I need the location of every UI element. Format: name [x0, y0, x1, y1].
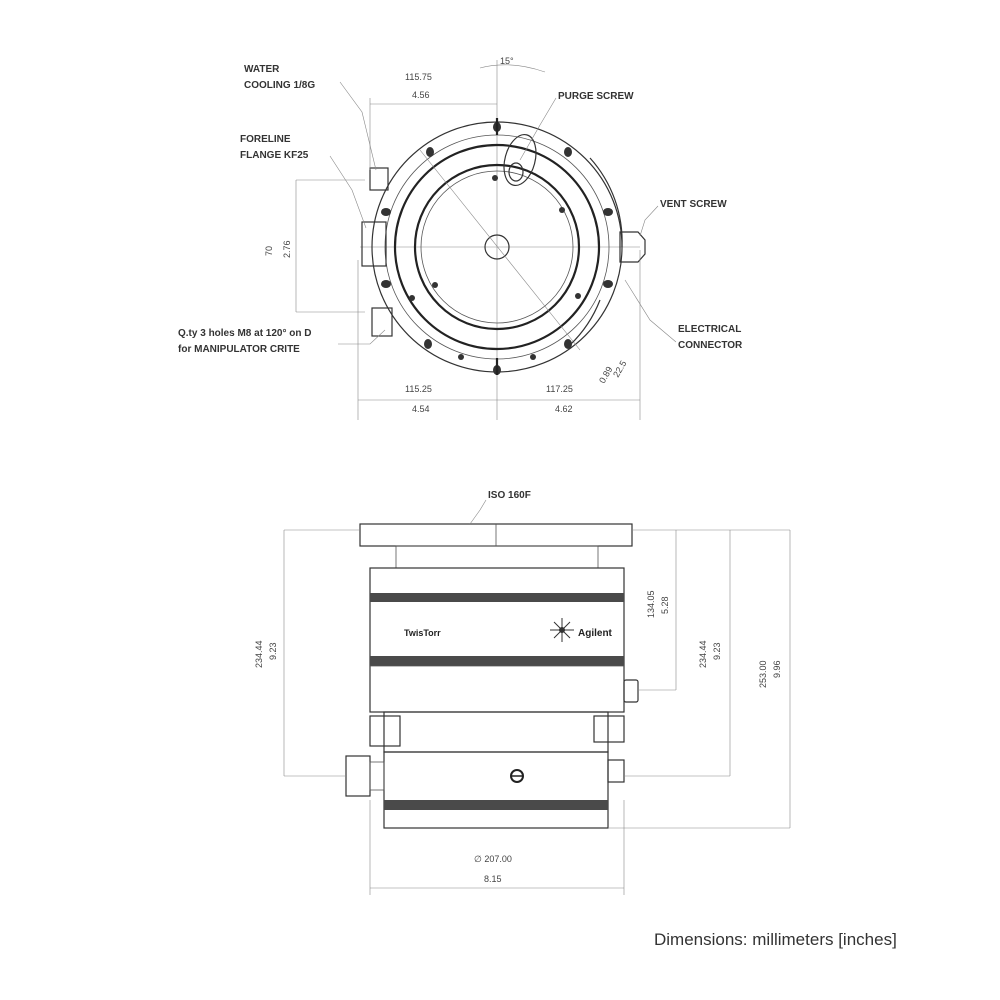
leader-mounting	[338, 329, 386, 345]
vent-fitting-side	[593, 715, 625, 743]
dim-bottom-width-in: 8.15	[484, 874, 502, 884]
bolt-hole	[409, 295, 415, 301]
leader-water-cooling	[339, 81, 377, 171]
brand-text: Agilent	[578, 628, 613, 639]
dim-side-r2-in: 9.23	[712, 642, 722, 660]
pump-base	[383, 751, 609, 829]
foreline-tube	[369, 761, 385, 791]
leader-iso	[469, 499, 487, 525]
vent-screw	[619, 231, 646, 263]
electrical-connector-side	[623, 679, 639, 703]
dim-side-r1-mm: 134.05	[646, 590, 656, 618]
top-view: 115.75 4.56 15° 70 2.76 115.25 4.54 117.…	[178, 56, 743, 420]
dim-diag-mm: 22.5	[611, 359, 628, 379]
label-foreline-line2: FLANGE KF25	[240, 150, 309, 161]
body-band	[370, 656, 624, 666]
label-water-line1: WATER	[244, 64, 280, 75]
bolt-hole	[381, 280, 391, 288]
bolt-hole	[575, 293, 581, 299]
bolt-hole	[564, 147, 572, 157]
body-ring	[393, 143, 601, 351]
dim-side-r3-mm: 253.00	[758, 660, 768, 688]
bolt-hole	[603, 280, 613, 288]
rotor-hub	[484, 234, 510, 260]
label-foreline-line1: FORELINE	[240, 134, 291, 145]
bolt-hole	[381, 208, 391, 216]
label-mounting-line1: Q.ty 3 holes M8 at 120° on D	[178, 328, 311, 339]
purge-screw-head	[508, 162, 524, 182]
body-band	[370, 593, 624, 602]
bolt-hole	[530, 354, 536, 360]
dim-bottom-right-in: 4.62	[555, 404, 573, 414]
label-electrical-line2: CONNECTOR	[678, 340, 743, 351]
dim-side-left-in: 9.23	[268, 642, 278, 660]
label-electrical-line1: ELECTRICAL	[678, 324, 741, 335]
label-mounting-line2: for MANIPULATOR CRITE	[178, 344, 300, 355]
inlet-inner-ring	[420, 170, 574, 324]
dim-left-vertical-mm: 70	[264, 246, 274, 256]
agilent-spark-icon	[550, 618, 574, 642]
dim-side-left-mm: 234.44	[254, 640, 264, 668]
units-note: Dimensions: millimeters [inches]	[654, 930, 897, 949]
bolt-hole	[458, 354, 464, 360]
foreline-flange	[361, 221, 387, 267]
dim-bottom-left-in: 4.54	[412, 404, 430, 414]
bolt-hole	[603, 208, 613, 216]
side-view: TwisTorr Agilent ISO 160F 234.4	[254, 490, 791, 895]
leader-foreline	[329, 155, 367, 229]
lower-housing	[383, 711, 609, 753]
dim-left-vertical-in: 2.76	[282, 240, 292, 258]
leader-purge-screw	[519, 97, 557, 161]
purge-screw-body	[503, 133, 537, 187]
label-iso-flange: ISO 160F	[488, 490, 531, 501]
body-model-text: TwisTorr	[404, 628, 441, 638]
pump-body	[369, 567, 625, 713]
dim-arc-angle	[479, 64, 546, 73]
diagonal-reference-line	[419, 149, 581, 351]
leader-electrical	[624, 279, 677, 343]
bolt-hole	[432, 282, 438, 288]
foreline-flange-side	[345, 755, 371, 797]
dim-side-r3-in: 9.96	[772, 660, 782, 678]
inlet-ring	[413, 163, 581, 331]
water-cooling-fitting	[369, 167, 389, 191]
base-band	[384, 800, 608, 810]
dim-side-r1-in: 5.28	[660, 596, 670, 614]
dim-bottom-width-mm: ∅ 207.00	[474, 854, 512, 864]
label-vent-screw: VENT SCREW	[660, 199, 727, 210]
leader-vent-screw	[639, 205, 659, 237]
right-port-side	[607, 759, 625, 783]
mounting-fitting	[371, 307, 393, 337]
dim-side-r2-mm: 234.44	[698, 640, 708, 668]
dim-top-left-in: 4.56	[412, 90, 430, 100]
bolt-hole	[426, 147, 434, 157]
dim-top-left-mm: 115.75	[405, 72, 432, 82]
bolt-hole	[559, 207, 565, 213]
dim-bottom-left-mm: 115.25	[405, 384, 432, 394]
bolt-hole	[424, 339, 432, 349]
electrical-connector-arc	[569, 299, 601, 346]
bolt-holes	[381, 122, 613, 375]
water-fitting-side	[369, 715, 401, 747]
dim-top-angle: 15°	[500, 56, 514, 66]
bolt-hole	[564, 339, 572, 349]
bolt-hole	[492, 175, 498, 181]
electrical-connector-arc	[589, 157, 623, 248]
label-purge-screw: PURGE SCREW	[558, 91, 634, 102]
flange-neck	[395, 545, 599, 569]
label-water-line2: COOLING 1/8G	[244, 80, 315, 91]
dim-bottom-right-mm: 117.25	[546, 384, 573, 394]
